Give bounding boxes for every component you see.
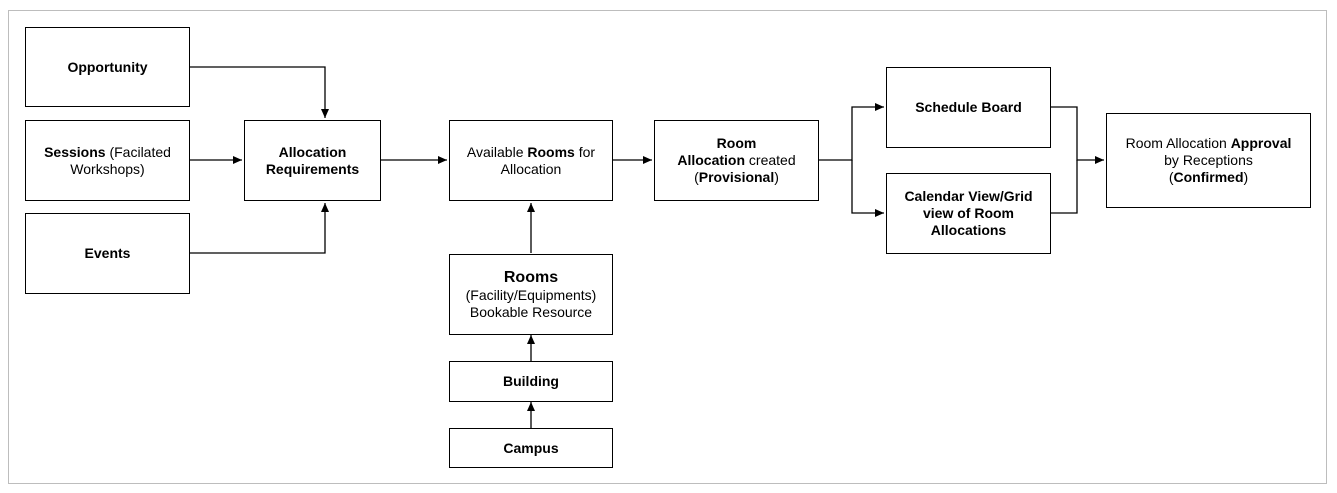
room-allocation-rest: created: [745, 152, 796, 168]
node-building: Building: [449, 361, 613, 402]
sessions-detail-2: Workshops): [70, 160, 145, 177]
room-allocation-bold: Allocation: [677, 152, 746, 168]
provisional-label: Provisional: [698, 169, 775, 185]
opportunity-label: Opportunity: [67, 58, 148, 75]
sessions-line-1: Sessions (Facilated: [44, 144, 171, 161]
node-opportunity: Opportunity: [25, 27, 190, 107]
calendar-view-line-2: view of Room: [922, 205, 1014, 221]
sessions-detail-1: (Facilated: [105, 143, 171, 160]
connector-schedule-to-approval: [1051, 106, 1104, 164]
node-events: Events: [25, 213, 190, 294]
node-rooms: Rooms (Facility/Equipments) Bookable Res…: [449, 254, 613, 335]
rooms-line-2: (Facility/Equipments): [465, 287, 597, 303]
available-rooms-bold: Rooms: [527, 143, 575, 160]
rooms-title: Rooms: [503, 269, 559, 286]
campus-label: Campus: [503, 439, 559, 456]
available-rooms-pre: Available: [466, 143, 528, 160]
connector-events-to-requirements: [190, 203, 329, 254]
approval-bold: Approval: [1230, 135, 1292, 151]
provisional-close: ): [774, 169, 779, 185]
node-allocation-requirements: Allocation Requirements: [244, 120, 381, 201]
node-calendar-view: Calendar View/Grid view of Room Allocati…: [886, 173, 1051, 254]
connector-calendar-to-approval: [1051, 160, 1078, 214]
sessions-label: Sessions: [44, 143, 106, 160]
node-campus: Campus: [449, 428, 613, 468]
approval-line-2: by Receptions: [1164, 152, 1253, 168]
available-rooms-post: for: [574, 143, 596, 160]
room-allocation-line-3: (Provisional): [694, 169, 779, 186]
confirmed-close: ): [1243, 169, 1249, 185]
approval-line-3: (Confirmed): [1169, 169, 1248, 186]
allocation-requirements-line-1: Allocation: [278, 143, 347, 160]
rooms-line-3: Bookable Resource: [469, 304, 593, 320]
confirmed-open: (: [1168, 169, 1174, 185]
calendar-view-line-1: Calendar View/Grid: [904, 188, 1033, 204]
allocation-requirements-line-2: Requirements: [265, 160, 360, 177]
node-sessions: Sessions (Facilated Workshops): [25, 120, 190, 201]
room-allocation-line-1: Room: [716, 135, 757, 151]
node-room-allocation-created: Room Allocation created (Provisional): [654, 120, 819, 201]
confirmed-label: Confirmed: [1173, 169, 1244, 185]
connector-room-allocation-to-calendar: [851, 160, 884, 217]
connector-room-allocation-split: [819, 103, 884, 161]
schedule-board-label: Schedule Board: [915, 99, 1022, 115]
provisional-open: (: [694, 169, 699, 185]
diagram-frame: [8, 10, 1327, 484]
events-label: Events: [84, 245, 131, 261]
connector-opportunity-to-requirements: [190, 66, 329, 118]
node-schedule-board: Schedule Board: [886, 67, 1051, 148]
node-approval: Room Allocation Approval by Receptions (…: [1106, 113, 1311, 208]
room-allocation-line-2: Allocation created: [677, 152, 795, 169]
approval-line-1: Room Allocation Approval: [1126, 135, 1292, 152]
approval-pre: Room Allocation: [1125, 135, 1231, 151]
calendar-view-line-3: Allocations: [930, 222, 1007, 238]
node-available-rooms: Available Rooms for Allocation: [449, 120, 613, 201]
available-rooms-line-2: Allocation: [500, 160, 562, 177]
building-label: Building: [503, 373, 559, 389]
available-rooms-line-1: Available Rooms for: [467, 144, 595, 161]
